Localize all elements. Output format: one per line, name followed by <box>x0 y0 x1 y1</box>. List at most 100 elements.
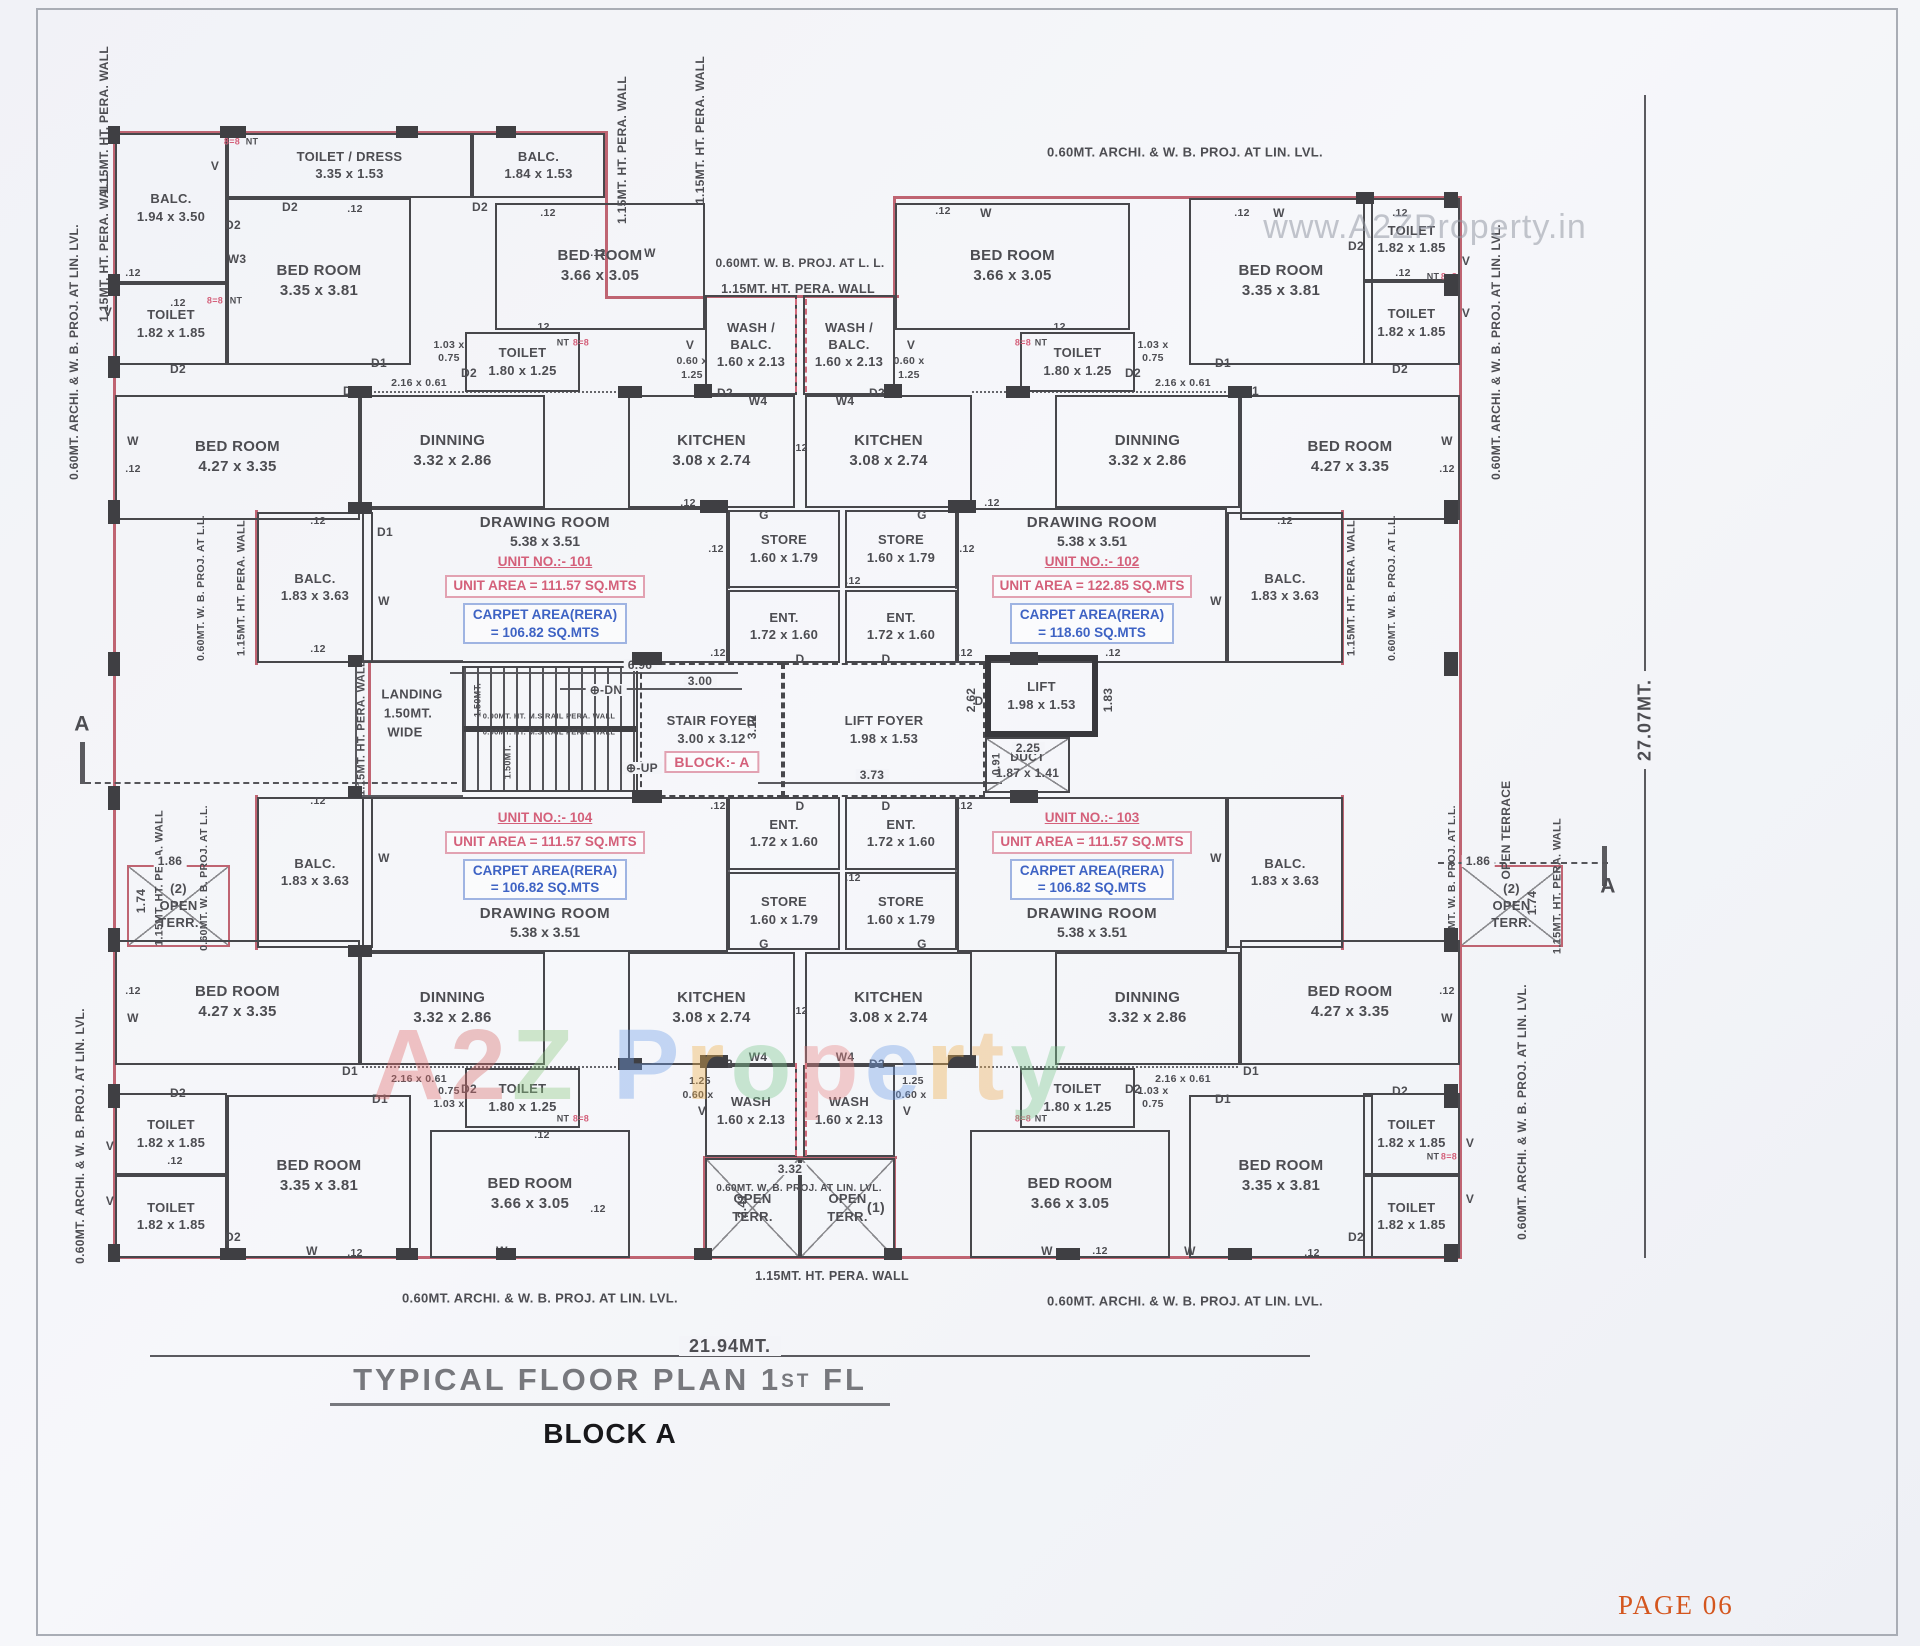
lbl-w: W <box>1210 594 1222 608</box>
unit-104-room-dims: 5.38 x 3.51 <box>509 923 581 940</box>
wall-pier <box>348 786 362 798</box>
lbl-1-15mt-ht-pera-wall: 1.15MT. HT. PERA. WALL <box>615 76 629 224</box>
lbl-12: .12 <box>957 799 973 812</box>
lbl-v: V <box>210 159 220 173</box>
lbl-v: V <box>685 338 695 352</box>
lbl-2-16-x-0-61: 2.16 x 0.61 <box>391 1072 447 1085</box>
wall-pier <box>1010 790 1038 803</box>
wall-pier <box>396 1248 418 1260</box>
lbl-w: W <box>1210 851 1222 865</box>
wall-pier <box>948 1055 976 1068</box>
lbl-block-a: BLOCK:- A <box>664 751 760 773</box>
wall-pier <box>1444 928 1458 952</box>
lbl-d2: D2 <box>461 1082 477 1096</box>
lbl-12: .12 <box>1439 462 1455 475</box>
lbl-2-16-x-0-61: 2.16 x 0.61 <box>391 376 447 389</box>
plan-line <box>972 391 1238 395</box>
lbl-12: .12 <box>1050 320 1066 333</box>
wall-pier <box>220 1248 246 1260</box>
lbl-0-60mt-w-b-proj-at-l-l: 0.60MT. W. B. PROJ. AT L.L. <box>197 805 210 951</box>
lbl-d2: D2 <box>170 1086 186 1100</box>
wall-pier <box>948 500 976 513</box>
lbl-nt: NT <box>245 136 259 147</box>
pera-wall-line <box>255 795 258 950</box>
lbl-nt: NT <box>556 1113 570 1124</box>
lbl-1-25: 1.25 <box>898 368 920 381</box>
lbl-d2: D2 <box>1125 366 1141 380</box>
lbl-2-41: 2.41 <box>735 1193 749 1219</box>
lbl-1-83: 1.83 <box>1101 687 1115 713</box>
wall-pier <box>1010 652 1038 665</box>
plan-line <box>150 1355 1310 1357</box>
lbl-12: .12 <box>310 794 326 807</box>
lbl-0-60-x: 0.60 x <box>895 1088 927 1101</box>
wall-pier <box>1444 274 1458 296</box>
wall-pier <box>1228 1248 1252 1260</box>
lbl-12: .12 <box>540 206 556 219</box>
lbl-0-60mt-archi-w-b-proj-at-lin-lvl: 0.60MT. ARCHI. & W. B. PROJ. AT LIN. LVL… <box>1515 984 1529 1240</box>
unit-101-carpet-area: CARPET AREA(RERA)= 106.82 SQ.MTS <box>462 603 628 645</box>
lbl-open-terrace: OPEN TERRACE <box>1499 780 1513 880</box>
lbl-8-8: 8=8 <box>1014 1113 1032 1124</box>
lbl-1-74: 1.74 <box>134 888 148 914</box>
wall-pier <box>108 1084 120 1108</box>
lbl-a: A <box>74 712 90 736</box>
lbl-w: W <box>1184 1244 1196 1258</box>
wall-pier <box>694 1248 712 1260</box>
plan-line <box>972 1066 1238 1070</box>
lbl-w: W <box>1041 1244 1053 1258</box>
lbl-8-8: 8=8 <box>572 1113 590 1124</box>
lbl-12: .12 <box>1395 266 1411 279</box>
plan-line <box>362 391 628 395</box>
balc-102-side: BALC.1.83 x 3.63 <box>1227 512 1343 663</box>
wall-pier <box>1006 386 1030 398</box>
pera-wall-line <box>255 510 258 665</box>
lbl-1-15mt-ht-pera-wall: 1.15MT. HT. PERA. WALL <box>1345 519 1358 657</box>
unit-103-area: UNIT AREA = 111.57 SQ.MTS <box>992 830 1192 854</box>
wall-pier <box>348 945 372 957</box>
unit-103-room-dims: 5.38 x 3.51 <box>1056 923 1128 940</box>
lbl-v: V <box>1465 1192 1475 1206</box>
lbl-d: D <box>881 652 891 666</box>
wall-pier <box>348 502 372 514</box>
lbl-0-60mt-w-b-proj-at-lin-lvl: 0.60MT. W. B. PROJ. AT LIN. LVL. <box>716 1183 882 1194</box>
lbl-d2: D2 <box>225 218 241 232</box>
plan-line <box>362 1066 628 1070</box>
wall-pier <box>700 500 728 513</box>
lbl-w4: W4 <box>835 1050 855 1064</box>
lbl-8-8: 8=8 <box>223 136 241 147</box>
wall-pier <box>108 928 120 952</box>
unit-104-area: UNIT AREA = 111.57 SQ.MTS <box>445 830 645 854</box>
ent-102: ENT.1.72 x 1.60 <box>845 590 957 663</box>
wall-pier <box>396 126 418 138</box>
lbl-dn: ⊕-DN <box>585 684 627 696</box>
lbl-12: .12 <box>125 266 141 279</box>
lbl-d1: D1 <box>371 356 387 370</box>
wall-pier <box>618 1058 642 1070</box>
lbl-1-25: 1.25 <box>689 1074 711 1087</box>
plan-line <box>355 795 463 797</box>
lbl-12: .12 <box>1304 1246 1320 1259</box>
wall-pier <box>108 274 120 296</box>
lbl-nt: NT <box>229 295 243 306</box>
wash-balc-101: WASH /BALC.1.60 x 2.13 <box>705 295 797 395</box>
lbl-w: W <box>980 206 992 220</box>
lbl-1-50mt: 1.50MT. <box>383 705 433 721</box>
lbl-g: G <box>759 508 769 522</box>
wall-pier <box>618 386 642 398</box>
lbl-12: .12 <box>792 441 808 454</box>
lbl-1-15mt-ht-pera-wall: 1.15MT. HT. PERA. WALL <box>355 659 368 797</box>
